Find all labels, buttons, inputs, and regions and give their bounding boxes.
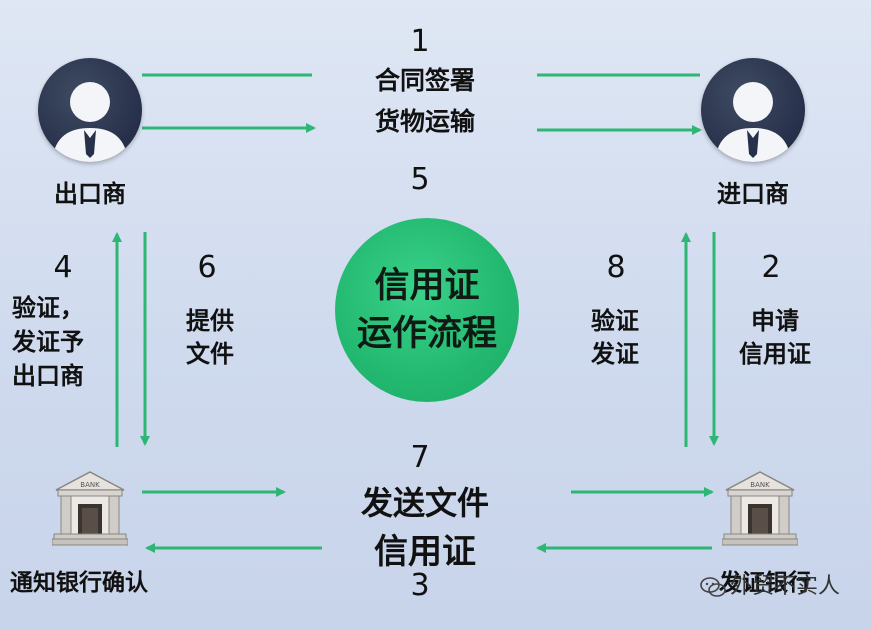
step-8-line1: 验证	[591, 307, 639, 335]
step-1-line1: 合同签署	[374, 66, 475, 95]
watermark-text: 外贸不实人	[730, 574, 841, 599]
issuing-bank-sign: BANK	[750, 481, 770, 489]
center-title-line1: 信用证	[374, 266, 480, 306]
step-5-number: 5	[410, 162, 430, 197]
issuing-bank-label: 发证银行	[719, 570, 811, 596]
step-1-number: 1	[410, 24, 430, 59]
step-2-number: 2	[761, 250, 781, 285]
step-2-line2: 信用证	[739, 340, 811, 368]
importer-label: 进口商	[717, 180, 789, 208]
step-7-line1: 发送文件	[360, 484, 489, 522]
watermark: 外贸不实人	[700, 568, 840, 600]
center-title-line2: 运作流程	[356, 314, 497, 354]
step-8-number: 8	[606, 250, 626, 285]
center-circle: 信用证 运作流程	[335, 218, 519, 402]
step-2-line1: 申请	[751, 307, 799, 335]
exporter-avatar-icon	[38, 58, 142, 162]
advising-bank-sign: BANK	[80, 481, 100, 489]
wechat-icon	[700, 576, 726, 598]
advising-bank-icon: BANK	[51, 470, 129, 548]
step-8-line2: 发证	[591, 340, 639, 368]
step-4-line3: 出口商	[12, 362, 84, 390]
step-4-line2: 发证予	[12, 328, 84, 356]
exporter-label: 出口商	[54, 180, 126, 208]
step-4-line1: 验证，	[12, 294, 84, 322]
step-6-line1: 提供	[186, 307, 234, 335]
step-4-number: 4	[53, 250, 73, 285]
step-7-number: 7	[410, 440, 430, 475]
step-1-line2: 货物运输	[374, 107, 475, 136]
importer-avatar-icon	[701, 58, 805, 162]
step-6-number: 6	[197, 250, 217, 285]
step-6-line2: 文件	[186, 340, 234, 368]
advising-bank-label: 通知银行确认	[10, 570, 148, 596]
step-7-line2: 信用证	[374, 532, 476, 572]
issuing-bank-icon: BANK	[721, 470, 799, 548]
step-3-number: 3	[410, 568, 430, 603]
